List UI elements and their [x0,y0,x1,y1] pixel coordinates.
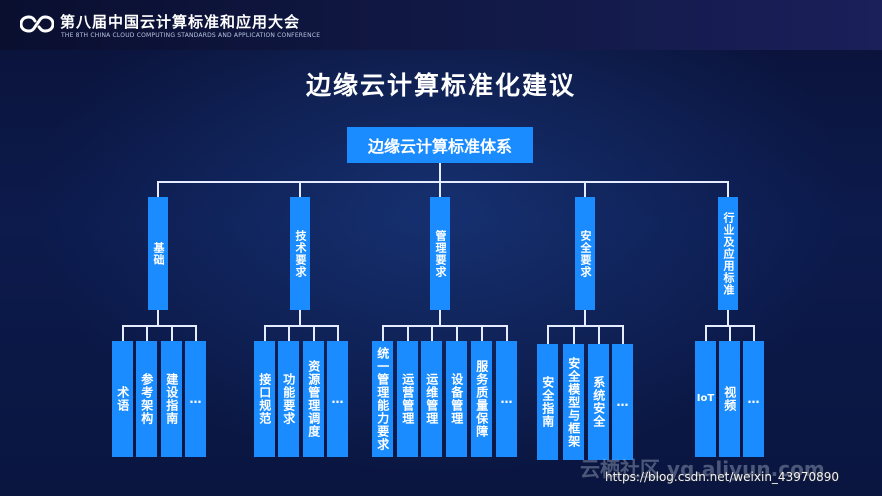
leaf-drop [456,325,458,341]
leaf-node: 统一管理能力要求 [372,341,393,457]
leaf-drop [313,325,315,341]
leaf-drop [506,325,508,341]
root-node: 边缘云计算标准体系 [347,127,533,163]
leaf-node-ellipsis: … [496,341,517,457]
leaf-drop [146,325,148,341]
leaf-node: 视频 [719,341,740,457]
category-node-basics: 基础 [148,197,168,310]
leaf-node-ellipsis: … [327,341,348,457]
leaf-node: 运维管理 [421,341,442,457]
leaf-node: 设备管理 [446,341,467,457]
category-bus-line [157,181,729,183]
leaf-drop [337,325,339,341]
slide-title: 边缘云计算标准化建议 [305,71,576,100]
leaf-drop [622,325,624,344]
leaf-drop [705,325,707,341]
leaf-node: 运营管理 [397,341,418,457]
leaf-drop [171,325,173,341]
leaf-node-ellipsis: … [743,341,764,457]
leaf-node: 安全指南 [537,344,558,460]
category-drop-line [584,181,586,197]
leaf-node: 服务质量保障 [471,341,492,457]
conference-title: 第八届中国云计算标准和应用大会 [60,13,301,31]
leaf-node: 安全模型与框架 [563,344,584,460]
url-watermark: https://blog.csdn.net/weixin_43970890 [605,470,840,484]
category-drop-line [727,181,729,197]
leaf-node-ellipsis: … [612,344,633,460]
category-node-management-requirements: 管理要求 [430,197,450,310]
leaf-drop [573,325,575,344]
category-drop-line [439,181,441,197]
leaf-node: 功能要求 [278,341,299,457]
conference-header: 第八届中国云计算标准和应用大会 THE 8TH CHINA CLOUD COMP… [0,0,882,50]
group-stem [727,310,729,326]
group-stem [439,310,441,326]
leaf-node: 系统安全 [588,344,609,460]
group-bus [382,325,508,327]
leaf-drop [598,325,600,344]
group-stem [584,310,586,326]
category-node-industry-standards: 行业及应用标准 [718,197,738,310]
leaf-node: 参考架构 [136,341,157,457]
leaf-drop [481,325,483,341]
leaf-drop [195,325,197,341]
leaf-drop [547,325,549,344]
group-bus [547,325,624,327]
brand-watermark: 云栖社区 yq.aliyun.com [580,457,825,481]
category-node-security-requirements: 安全要求 [575,197,595,310]
leaf-drop [122,325,124,341]
group-stem [157,310,159,326]
leaf-drop [407,325,409,341]
leaf-drop [431,325,433,341]
group-stem [299,310,301,326]
leaf-drop [382,325,384,341]
leaf-node: 接口规范 [254,341,275,457]
category-node-tech-requirements: 技术要求 [290,197,310,310]
leaf-drop [264,325,266,341]
leaf-drop [753,325,755,341]
category-drop-line [299,181,301,197]
leaf-drop [288,325,290,341]
leaf-node-ellipsis: … [185,341,206,457]
leaf-node: 资源管理调度 [303,341,324,457]
root-connector [439,163,441,182]
leaf-node: 术语 [112,341,133,457]
category-drop-line [157,181,159,197]
group-bus [122,325,197,327]
conference-subtitle: THE 8TH CHINA CLOUD COMPUTING STANDARDS … [61,32,321,39]
cloud-logo-icon [20,15,54,33]
group-bus [264,325,339,327]
leaf-node: 建设指南 [161,341,182,457]
leaf-node-iot: IoT [695,341,716,457]
leaf-drop [729,325,731,341]
